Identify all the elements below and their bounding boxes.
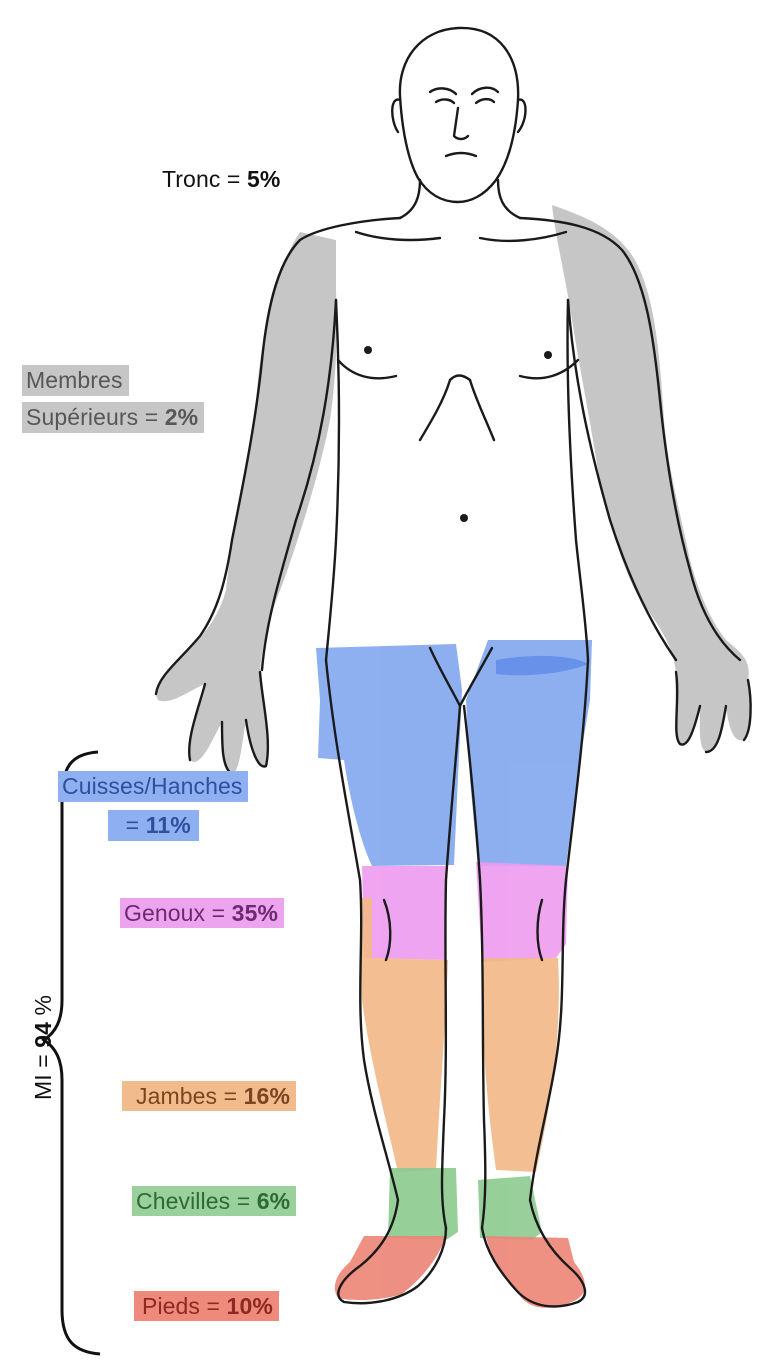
ankles-region [388,1168,542,1240]
label-upper-limbs-line1: Membres [22,365,129,396]
label-thighs-hips: Cuisses/Hanches = 11% [58,771,248,849]
label-ankles-value: 6% [257,1188,290,1214]
label-feet-value: 10% [227,1293,273,1319]
thighs-hips-region [316,640,592,866]
label-legs-name: Jambes = [136,1083,244,1109]
label-trunk: Tronc = 5% [162,166,280,193]
label-ankles: Chevilles = 6% [132,1188,296,1215]
label-feet-name: Pieds = [142,1293,227,1319]
feet-region [335,1236,585,1308]
right-nipple [544,351,552,359]
label-knees: Genoux = 35% [120,900,284,927]
label-upper-limbs-line2: Supérieurs = 2% [22,402,204,433]
label-upper-limbs-name: Supérieurs = [26,404,165,430]
label-lower-limbs-name: MI = [30,1048,56,1100]
label-legs-highlight: Jambes = 16% [122,1081,296,1111]
label-trunk-name: Tronc = [162,166,247,192]
label-lower-limbs-unit: % [30,995,56,1022]
label-upper-limbs: Membres Supérieurs = 2% [22,365,204,439]
label-legs-value: 16% [244,1083,290,1109]
label-thighs-hips-value: 11% [146,812,191,838]
knees-region [362,862,568,962]
navel [460,514,468,522]
label-ankles-highlight: Chevilles = 6% [132,1186,296,1216]
label-ankles-name: Chevilles = [136,1188,257,1214]
label-thighs-hips-line2: = 11% [108,810,199,841]
label-lower-limbs-value: 94 [30,1022,56,1048]
label-knees-highlight: Genoux = 35% [120,898,284,928]
label-thighs-hips-line1: Cuisses/Hanches [58,771,248,802]
label-feet: Pieds = 10% [134,1293,279,1320]
label-upper-limbs-value: 2% [165,404,198,430]
label-knees-value: 35% [232,900,278,926]
label-thighs-hips-name: = [126,812,146,838]
label-legs: Jambes = 16% [122,1083,296,1110]
label-trunk-value: 5% [247,166,280,192]
left-nipple [364,346,372,354]
label-lower-limbs-text: MI = 94 % [30,995,57,1100]
label-knees-name: Genoux = [124,900,232,926]
label-feet-highlight: Pieds = 10% [134,1291,279,1321]
